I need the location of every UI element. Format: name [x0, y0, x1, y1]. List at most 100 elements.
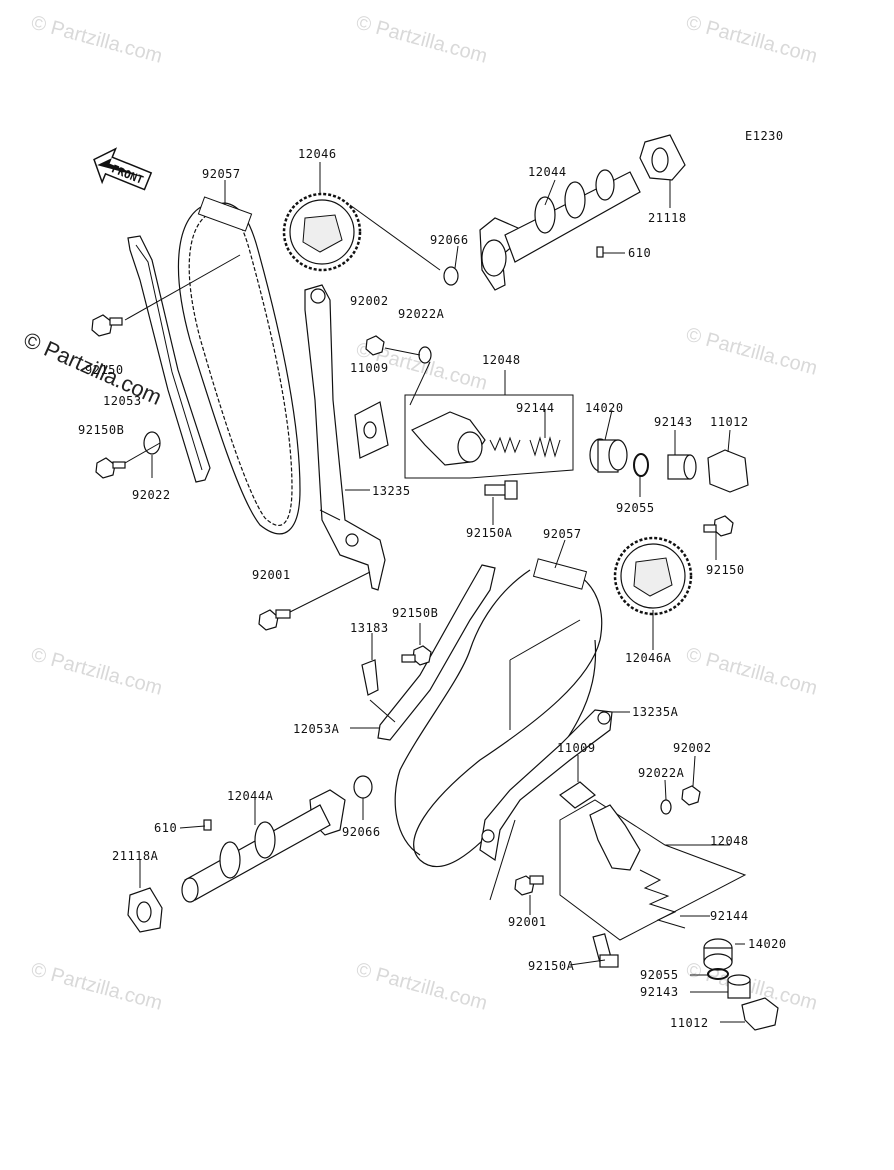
label-92002-lower: 92002 — [673, 741, 712, 755]
label-92057-lower: 92057 — [543, 527, 582, 541]
dowel-pin-610-lower — [203, 819, 212, 831]
bolt-92150B — [95, 457, 126, 479]
cam-sprocket-12046A — [613, 536, 693, 616]
gasket-11009 — [354, 401, 389, 459]
watermark: © Partzilla.com — [684, 324, 820, 380]
part-labels: 12046 92057 12044 21118 92066 610 92002 … — [78, 147, 787, 1030]
spring-92144-lower — [639, 869, 686, 929]
label-92144: 92144 — [516, 401, 555, 415]
bolt-92150-lower — [703, 515, 734, 537]
label-12053: 12053 — [103, 394, 142, 408]
label-12046: 12046 — [298, 147, 337, 161]
part-92143-lower — [727, 974, 751, 999]
assembly-bracket-12048-lower — [559, 799, 747, 941]
leader-lines — [124, 162, 745, 1023]
tensioner-body-12048-lower — [589, 804, 641, 871]
label-92150: 92150 — [85, 363, 124, 377]
tensioner-arm-13235A — [479, 709, 613, 862]
cam-sprocket-12046 — [282, 192, 362, 272]
tensioner-body-12048 — [411, 411, 486, 466]
watermark: © Partzilla.com — [684, 12, 820, 68]
watermark: © Partzilla.com — [29, 644, 165, 700]
label-12053A: 12053A — [293, 722, 340, 736]
chain-guide-12053 — [127, 235, 211, 483]
label-92002: 92002 — [350, 294, 389, 308]
spring-92144 — [489, 436, 561, 458]
label-12048: 12048 — [482, 353, 521, 367]
label-92066-lower: 92066 — [342, 825, 381, 839]
watermark: © Partzilla.com — [354, 959, 490, 1015]
tensioner-arm-13235 — [304, 284, 386, 591]
label-12048-lower: 12048 — [710, 834, 749, 848]
washer-92022A-lower — [660, 799, 672, 815]
chain-guide-12053A — [377, 564, 496, 741]
label-92057: 92057 — [202, 167, 241, 181]
label-92066: 92066 — [430, 233, 469, 247]
label-13235A: 13235A — [632, 705, 679, 719]
label-12046A: 12046A — [625, 651, 672, 665]
bolt-92001-lower — [514, 875, 544, 896]
bolt-92001 — [258, 609, 291, 631]
bolt-92002 — [365, 335, 385, 356]
bracket-13183 — [361, 659, 379, 696]
part-14020 — [589, 438, 628, 473]
camshaft-12044A — [181, 789, 346, 903]
label-12044A: 12044A — [227, 789, 274, 803]
label-610-lower: 610 — [154, 821, 177, 835]
label-92001: 92001 — [252, 568, 291, 582]
label-21118: 21118 — [648, 211, 687, 225]
label-12044: 12044 — [528, 165, 567, 179]
label-92001-lower: 92001 — [508, 915, 547, 929]
label-92150B-lower: 92150B — [392, 606, 438, 620]
cap-11012-lower — [741, 997, 779, 1031]
label-11012-lower: 11012 — [670, 1016, 709, 1030]
watermark: © Partzilla.com — [29, 959, 165, 1015]
washer-92022A — [418, 346, 432, 364]
label-92022A-lower: 92022A — [638, 766, 685, 780]
diagram-code: E1230 — [745, 129, 784, 143]
label-610: 610 — [628, 246, 651, 260]
ring-92055 — [633, 453, 649, 477]
watermark: © Partzilla.com — [684, 644, 820, 700]
watermark: © Partzilla.com — [29, 12, 165, 68]
dowel-pin-610 — [596, 246, 604, 258]
plate-21118 — [639, 134, 686, 181]
label-92150A-lower: 92150A — [528, 959, 575, 973]
bolt-92002-lower — [681, 785, 701, 806]
label-11009: 11009 — [350, 361, 389, 375]
label-92144-lower: 92144 — [710, 909, 749, 923]
front-arrow-icon: FRONT — [93, 147, 153, 191]
label-92022A: 92022A — [398, 307, 445, 321]
label-92150-lower: 92150 — [706, 563, 745, 577]
watermark: © Partzilla.com — [354, 12, 490, 68]
label-92143: 92143 — [654, 415, 693, 429]
label-92143-lower: 92143 — [640, 985, 679, 999]
label-92150B: 92150B — [78, 423, 124, 437]
ring-92055-lower — [707, 968, 729, 980]
part-92066-lower — [353, 775, 373, 799]
label-92055-lower: 92055 — [640, 968, 679, 982]
label-11009-lower: 11009 — [557, 741, 596, 755]
label-21118A: 21118A — [112, 849, 159, 863]
part-92066 — [443, 266, 459, 286]
label-14020-lower: 14020 — [748, 937, 787, 951]
label-11012: 11012 — [710, 415, 749, 429]
label-92022: 92022 — [132, 488, 171, 502]
label-14020: 14020 — [585, 401, 624, 415]
label-13183: 13183 — [350, 621, 389, 635]
label-92150A: 92150A — [466, 526, 513, 540]
label-92055: 92055 — [616, 501, 655, 515]
camshaft-12044 — [479, 169, 641, 291]
bolt-92150B-lower — [401, 645, 432, 666]
part-92143 — [667, 454, 697, 480]
bolt-92150A-lower — [592, 933, 619, 968]
label-13235: 13235 — [372, 484, 411, 498]
cam-chain-92057 — [177, 196, 301, 535]
bolt-92150 — [91, 314, 123, 337]
cap-11012 — [707, 449, 749, 493]
part-14020-lower — [703, 938, 733, 971]
bolt-92150A — [484, 480, 518, 500]
plate-21118A — [127, 887, 163, 933]
assembly-bracket-12048 — [404, 394, 574, 479]
